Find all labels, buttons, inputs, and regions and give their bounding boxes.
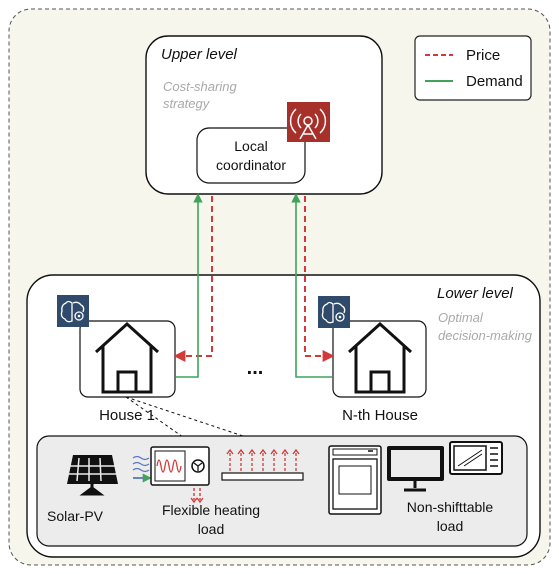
microwave-icon: [449, 441, 503, 475]
legend: Price Demand: [414, 35, 532, 101]
ai-brain-gear-icon: [318, 296, 350, 328]
upper-level-box: Upper level Cost-sharing strategy Local …: [145, 35, 383, 195]
monitor-icon: [387, 446, 444, 492]
house-n: N-th House: [318, 296, 427, 424]
strategy-line1: Cost-sharing: [163, 79, 237, 94]
house-icon: [347, 321, 413, 394]
house-icon: [94, 321, 160, 394]
demand-arrow-housen: [291, 193, 332, 378]
coordinator-line2: coordinator: [216, 157, 286, 173]
nonshift-line2: load: [437, 518, 463, 534]
demand-arrow-house1: [176, 193, 203, 378]
connector-line: [125, 396, 191, 443]
flexible-line2: load: [198, 521, 224, 537]
coordinator-line1: Local: [234, 138, 267, 154]
price-arrow-house1: [173, 196, 213, 362]
local-coordinator-box: [196, 127, 306, 184]
ellipsis: ...: [247, 357, 264, 379]
lower-level-title: Lower level: [437, 285, 514, 302]
strategy-line2: strategy: [163, 96, 211, 111]
nonshift-line1: Non-shifttable: [407, 499, 494, 515]
upper-level-title: Upper level: [161, 46, 238, 63]
decision-line2: decision-making: [438, 328, 533, 343]
appliance-box: Solar-PV Flexible heating load: [36, 435, 528, 547]
connector-line: [125, 396, 256, 441]
solar-label: Solar-PV: [47, 508, 104, 524]
ai-brain-gear-icon: [57, 295, 89, 327]
solar-panel-icon: [67, 455, 118, 496]
houseN-label: N-th House: [342, 407, 418, 424]
signal-antenna-icon: [287, 102, 330, 142]
decision-line1: Optimal: [438, 310, 484, 325]
flexible-line1: Flexible heating: [162, 502, 260, 518]
floor-heating-icon: [221, 448, 304, 481]
legend-price-label: Price: [466, 47, 500, 64]
washing-machine-icon: [328, 445, 382, 515]
legend-demand-label: Demand: [466, 73, 523, 90]
price-arrow-housen: [304, 196, 335, 362]
heat-pump-icon: [132, 446, 210, 504]
house1-label: House 1: [99, 407, 155, 424]
